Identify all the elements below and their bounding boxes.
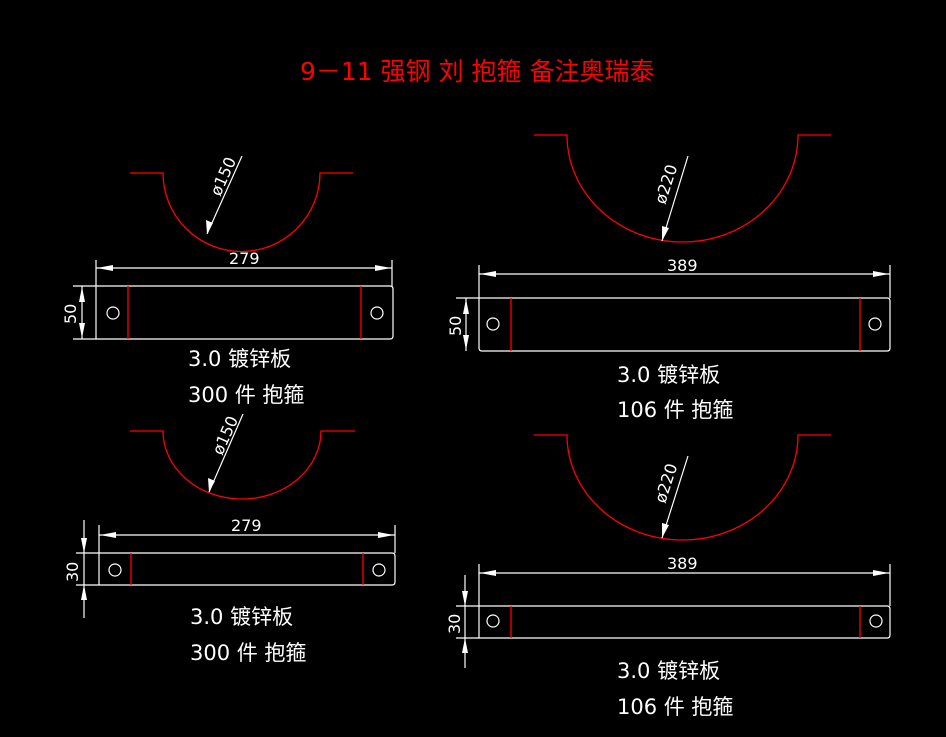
diameter-label: ø150 [206,154,240,199]
quantity-note: 300 件 抱箍 [190,641,306,665]
quantity-note: 300 件 抱箍 [188,383,304,407]
bolt-hole [868,317,882,331]
clamp-profile [130,172,353,253]
clamp-profile [534,134,831,243]
bolt-hole [869,614,883,628]
bolt-hole [486,317,500,331]
arrow-icon [206,220,213,234]
part-3: ø220 389 50 3.0 镀锌板 106 件 抱箍 [446,134,891,422]
material-note: 3.0 镀锌板 [188,347,291,371]
diameter-leader [206,155,243,235]
material-note: 3.0 镀锌板 [617,659,720,683]
quantity-note: 106 件 抱箍 [617,695,733,719]
bolt-hole [372,563,386,577]
diameter-leader [208,413,244,493]
length-label: 389 [667,256,698,275]
width-label: 30 [63,562,82,582]
width-label: 50 [61,304,80,324]
length-label: 389 [667,554,698,573]
length-label: 279 [231,516,262,535]
quantity-note: 106 件 抱箍 [617,398,733,422]
drawing-title: 9－11 强钢 刘 抱箍 备注奥瑞泰 [300,57,655,86]
flat-plate [456,605,891,639]
part-4: ø220 389 30 3.0 镀锌板 106 件 抱箍 [445,434,891,719]
bolt-hole [370,306,384,320]
material-note: 3.0 镀锌板 [190,605,293,629]
part-2: ø150 279 30 3.0 镀锌板 300 件 抱箍 [63,413,396,665]
length-label: 279 [229,249,260,268]
bolt-hole [486,614,500,628]
flat-plate [73,285,394,340]
flat-plate [76,552,396,586]
diameter-label: ø220 [651,162,682,206]
bolt-hole [106,306,120,320]
clamp-profile [534,434,831,541]
width-label: 30 [445,614,464,634]
bolt-hole [108,563,122,577]
diameter-leader [661,155,689,242]
width-label: 50 [446,316,465,336]
part-1: ø150 279 50 3.0 镀锌板 300 件 抱箍 [61,154,394,407]
clamp-profile [130,430,355,500]
diameter-label: ø220 [651,461,682,505]
material-note: 3.0 镀锌板 [617,363,720,387]
flat-plate [456,297,891,352]
diameter-label: ø150 [208,413,242,458]
